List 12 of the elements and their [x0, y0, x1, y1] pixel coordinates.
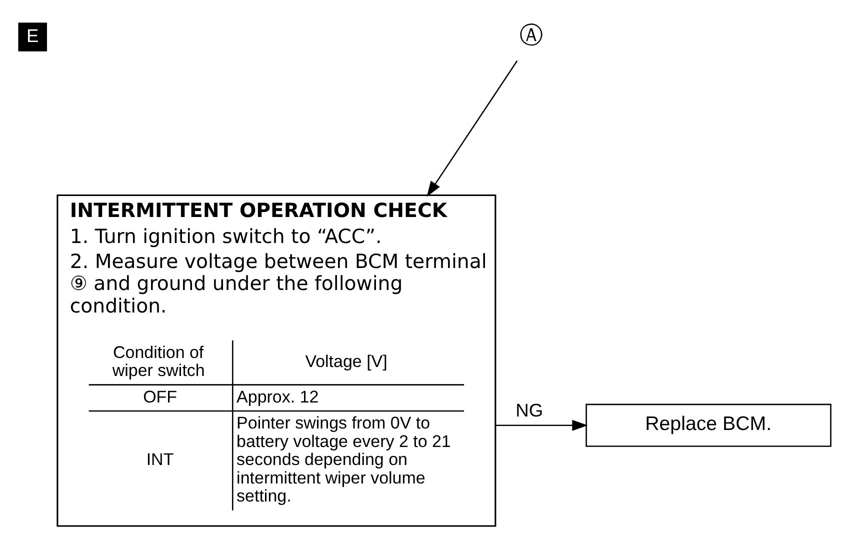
arrow [426, 60, 518, 197]
node-text: Ⓐ [520, 20, 544, 49]
label: INT [146, 450, 174, 470]
node-box: Replace BCM. [586, 404, 832, 447]
label: Condition of wiper switch [112, 342, 205, 380]
edge-label: NG [516, 399, 544, 420]
label: Voltage [V] [305, 352, 388, 372]
label: OFF [143, 387, 178, 406]
arrow [495, 420, 588, 431]
label: Approx. 12 [236, 387, 319, 406]
label: Pointer swings from 0V to battery voltage every 2 to 21 seconds depending on intermittent wiper volume setting. [236, 413, 451, 506]
label: E [26, 24, 39, 46]
